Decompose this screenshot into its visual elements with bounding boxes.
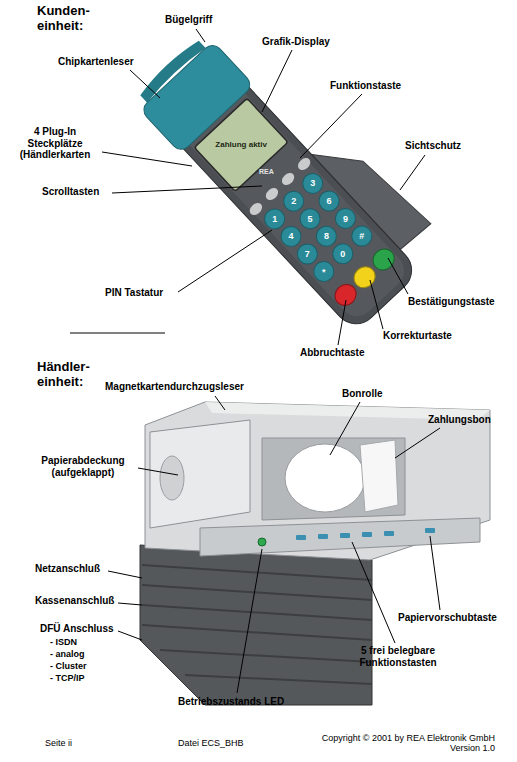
function-keys [296, 531, 394, 540]
part-label: Netzanschluß [35, 563, 100, 575]
list-item: - ISDN [50, 637, 77, 647]
part-label: Scrolltasten [42, 186, 99, 198]
list-item: - TCP/IP [50, 673, 85, 683]
key-label: 0 [340, 249, 345, 259]
part-label: Papierabdeckung (aufgeklappt) [30, 455, 136, 478]
confirm-key [369, 245, 399, 275]
base [140, 545, 372, 705]
function-key [280, 171, 297, 188]
keypad [261, 169, 376, 285]
part-label: Zahlungsbon [428, 414, 491, 426]
top-housing [145, 402, 490, 560]
payment-slip [360, 440, 398, 512]
cover-grip [160, 456, 184, 500]
footer-text: Seite ii [45, 738, 72, 748]
paper-feed-key [425, 528, 435, 533]
paper-roll [285, 444, 365, 512]
function-key [263, 186, 280, 203]
footer-text: Copyright © 2001 by REA Elektronik GmbH … [310, 733, 495, 754]
merchant-unit [140, 402, 490, 705]
key-label: 7 [305, 249, 310, 259]
leader-lines [70, 29, 425, 345]
front-panel [200, 518, 480, 556]
brand-mark: REA [259, 168, 274, 176]
key-label: 6 [327, 196, 332, 206]
customer-unit [130, 7, 450, 336]
key-label: 8 [324, 231, 329, 241]
part-label: Chipkartenleser [58, 56, 134, 68]
list-item: - analog [50, 649, 85, 659]
key-label: 3 [310, 178, 315, 188]
key-label: 5 [308, 214, 313, 224]
part-label: Sichtschutz [405, 140, 461, 152]
key-label: 1 [272, 214, 277, 224]
section-heading: Händler- einheit: [37, 360, 103, 390]
part-label: Bügelgriff [165, 14, 212, 26]
part-label: Bestätigungstaste [408, 296, 495, 308]
part-label: Papiervorschubtaste [398, 612, 497, 624]
part-label: Abbruchtaste [300, 347, 364, 359]
part-label: Korrekturtaste [383, 330, 452, 342]
part-label: Bonrolle [342, 388, 383, 400]
part-label: Kassenanschluß [35, 595, 114, 607]
key-label: 2 [291, 196, 296, 206]
section-heading: Kunden- einheit: [37, 4, 103, 34]
part-label: DFÜ Anschluss [40, 623, 114, 635]
key-label: 4 [289, 231, 294, 241]
key-label: * [322, 266, 326, 276]
function-key [247, 201, 264, 218]
paper-cavity [262, 438, 405, 520]
display [194, 98, 288, 191]
part-label: 4 Plug-In Steckplätze (Händlerkarten [8, 126, 102, 161]
status-led [258, 538, 266, 546]
part-label: Betriebszustands LED [178, 696, 284, 708]
key-label: 9 [343, 213, 348, 223]
list-item: - Cluster [50, 661, 87, 671]
display-text: Zahlung aktiv [215, 140, 267, 149]
part-label: Funktionstaste [330, 80, 401, 92]
part-label: Grafik-Display [262, 36, 330, 48]
part-label: Magnetkartendurchzugsleser [105, 381, 244, 393]
paper-cover [150, 420, 250, 528]
base-ribs [142, 565, 372, 684]
key-label: # [359, 231, 364, 241]
part-label: PIN Tastatur [105, 287, 163, 299]
footer-text: Datei ECS_BHB [178, 738, 244, 748]
function-key [296, 156, 313, 173]
part-label: 5 frei belegbare Funktionstasten [342, 645, 454, 668]
